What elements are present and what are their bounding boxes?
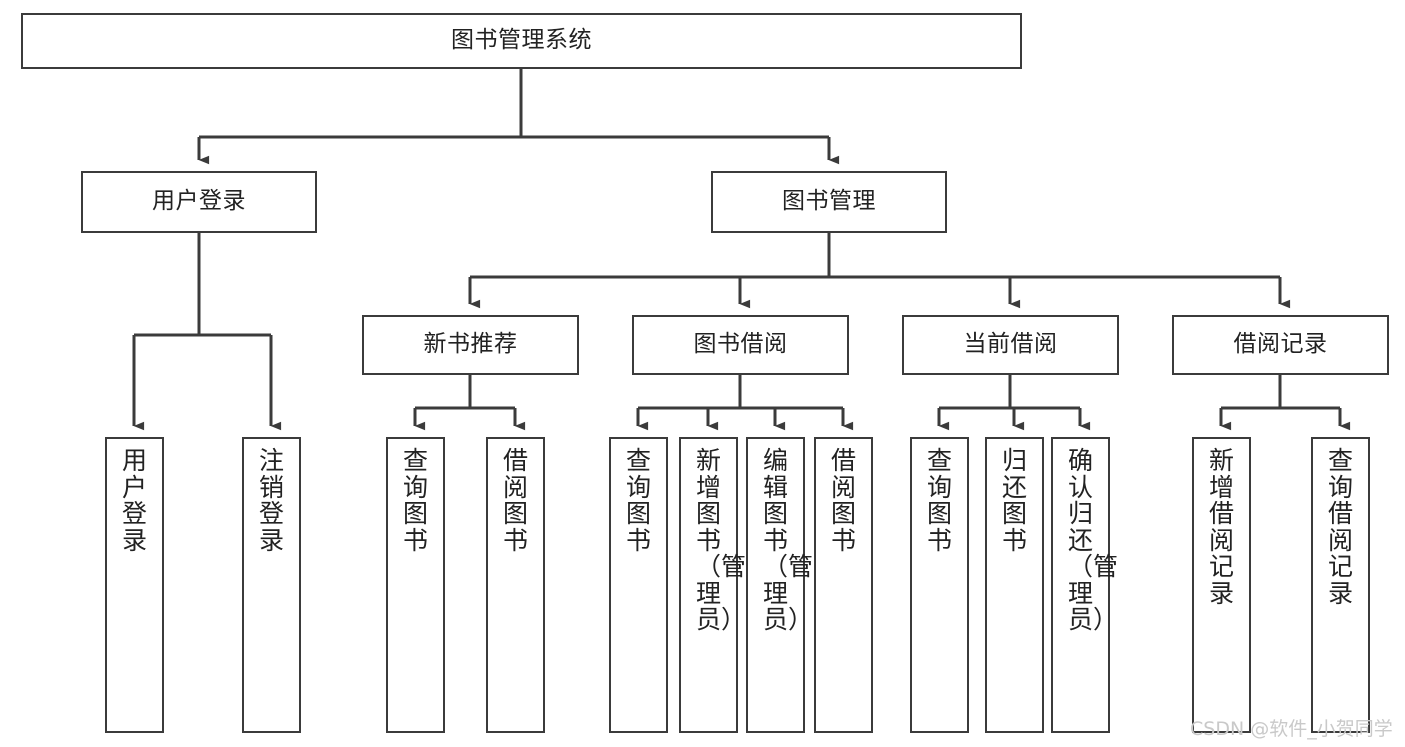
node-root-图书管理系统[interactable]: 图书管理系统 [21, 13, 1022, 69]
node-leaf-用户登录[interactable]: 用户登录 [105, 437, 164, 733]
node-label: 借阅记录 [1233, 331, 1328, 358]
node-label: 当前借阅 [963, 331, 1058, 358]
node-label: 查询图书 [927, 446, 953, 555]
node-label: 用户登录 [122, 446, 148, 555]
node-leaf-新增借阅记录[interactable]: 新增借阅记录 [1192, 437, 1251, 733]
node-leaf-查询图书[interactable]: 查询图书 [386, 437, 445, 733]
node-label: 归还图书 [1002, 446, 1028, 555]
node-level2-图书管理[interactable]: 图书管理 [711, 171, 947, 233]
node-leaf-确认归还管理员[interactable]: 确认归还（管理员） [1051, 437, 1119, 733]
node-label: 查询借阅记录 [1328, 446, 1354, 608]
node-leaf-新增图书管理员[interactable]: 新增图书（管理员） [679, 437, 747, 733]
node-level2-用户登录[interactable]: 用户登录 [81, 171, 317, 233]
node-label: 查询图书 [626, 446, 652, 555]
node-level3-当前借阅[interactable]: 当前借阅 [902, 315, 1119, 375]
node-level3-借阅记录[interactable]: 借阅记录 [1172, 315, 1389, 375]
node-label: 借阅图书 [831, 446, 857, 555]
node-leaf-查询借阅记录[interactable]: 查询借阅记录 [1311, 437, 1370, 733]
node-label: 图书管理 [782, 188, 876, 215]
node-label: 图书借阅 [693, 331, 788, 358]
node-leaf-查询图书[interactable]: 查询图书 [609, 437, 668, 733]
node-leaf-注销登录[interactable]: 注销登录 [242, 437, 301, 733]
node-label: 编辑图书（管理员） [763, 446, 814, 634]
node-leaf-查询图书[interactable]: 查询图书 [910, 437, 969, 733]
node-label: 图书管理系统 [451, 27, 592, 54]
node-leaf-借阅图书[interactable]: 借阅图书 [486, 437, 545, 733]
node-label: 新增图书（管理员） [696, 446, 747, 634]
node-label: 用户登录 [152, 188, 246, 215]
node-label: 查询图书 [403, 446, 429, 555]
node-label: 注销登录 [259, 446, 285, 555]
csdn-watermark: CSDN @软件_小贺同学 [1190, 718, 1393, 740]
node-level3-图书借阅[interactable]: 图书借阅 [632, 315, 849, 375]
node-leaf-借阅图书[interactable]: 借阅图书 [814, 437, 873, 733]
node-label: 新增借阅记录 [1209, 446, 1235, 608]
node-leaf-编辑图书管理员[interactable]: 编辑图书（管理员） [746, 437, 814, 733]
node-level3-新书推荐[interactable]: 新书推荐 [362, 315, 579, 375]
node-label: 借阅图书 [503, 446, 529, 555]
node-label: 确认归还（管理员） [1068, 446, 1119, 634]
node-leaf-归还图书[interactable]: 归还图书 [985, 437, 1044, 733]
node-label: 新书推荐 [423, 331, 518, 358]
